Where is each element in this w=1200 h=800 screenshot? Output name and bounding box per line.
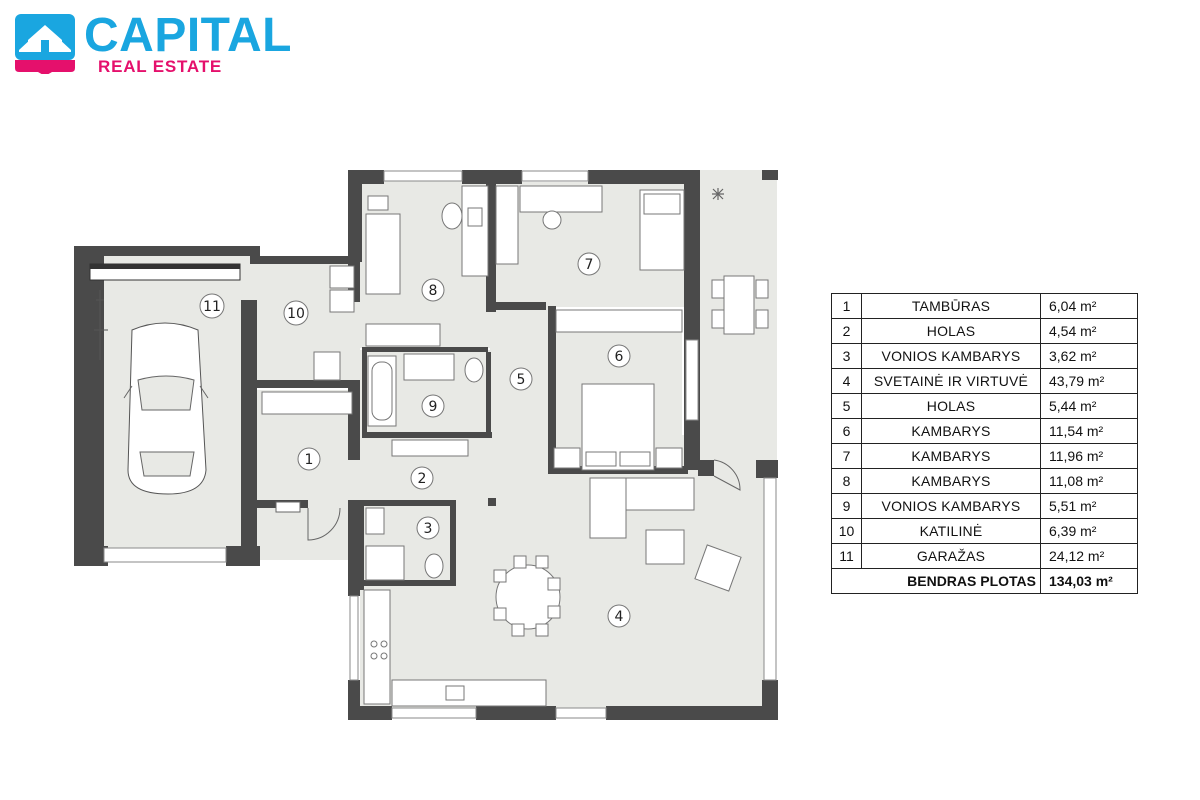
room-marker-4: 4 [607,604,631,628]
room-marker-3: 3 [416,516,440,540]
room-name: VONIOS KAMBARYS [861,493,1041,519]
room-number: 2 [831,318,862,344]
room-markers: 1 2 3 4 5 6 7 8 9 10 11 [199,252,631,628]
room-area: 3,62 m² [1040,343,1138,369]
brand-subtitle: REAL ESTATE [98,57,223,76]
room-name: HOLAS [861,318,1041,344]
room-area: 11,54 m² [1040,418,1138,444]
room-name: GARAŽAS [861,543,1041,569]
floor-plan: 1 2 3 4 5 6 7 8 9 10 11 [74,170,778,720]
room-marker-11: 11 [199,293,225,319]
room-area: 4,54 m² [1040,318,1138,344]
room-area: 11,96 m² [1040,443,1138,469]
svg-text:7: 7 [585,257,594,273]
room-number: 7 [831,443,862,469]
room-marker-9: 9 [421,394,445,418]
room-name: KAMBARYS [861,418,1041,444]
room-number: 10 [831,518,862,544]
room-area: 6,04 m² [1040,293,1138,319]
room-name: KAMBARYS [861,443,1041,469]
svg-text:1: 1 [305,452,314,468]
room-marker-1: 1 [297,447,321,471]
room-marker-7: 7 [577,252,601,276]
room-area: 6,39 m² [1040,518,1138,544]
svg-text:10: 10 [287,306,305,322]
room-number: 6 [831,418,862,444]
room-name: SVETAINĖ IR VIRTUVĖ [861,368,1041,394]
svg-text:3: 3 [424,521,433,537]
svg-text:6: 6 [615,349,624,365]
room-name: HOLAS [861,393,1041,419]
room-area: 43,79 m² [1040,368,1138,394]
room-name: TAMBŪRAS [861,293,1041,319]
room-area: 5,51 m² [1040,493,1138,519]
room-area: 5,44 m² [1040,393,1138,419]
room-number: 4 [831,368,862,394]
brand-name: CAPITAL [84,9,292,62]
house-logo-icon [15,14,75,74]
windows [103,170,777,719]
room-area: 11,08 m² [1040,468,1138,494]
room-name: KATILINĖ [861,518,1041,544]
room-number: 11 [831,543,862,569]
svg-text:4: 4 [615,609,624,625]
room-marker-10: 10 [283,300,309,326]
room-marker-6: 6 [607,344,631,368]
room-marker-8: 8 [421,278,445,302]
doors [275,459,741,541]
room-number: 1 [831,293,862,319]
room-number: 5 [831,393,862,419]
total-area: 134,03 m² [1040,568,1138,594]
total-label: BENDRAS PLOTAS [831,568,1041,594]
svg-text:9: 9 [429,399,438,415]
plant-icon [712,188,724,200]
room-number: 9 [831,493,862,519]
room-marker-5: 5 [509,367,533,391]
room-area: 24,12 m² [1040,543,1138,569]
room-number: 8 [831,468,862,494]
furniture [89,185,769,707]
svg-text:5: 5 [517,372,526,388]
company-logo: CAPITAL REAL ESTATE [14,9,291,78]
svg-text:2: 2 [418,471,427,487]
svg-text:11: 11 [203,299,221,315]
room-marker-2: 2 [410,466,434,490]
room-number: 3 [831,343,862,369]
room-name: KAMBARYS [861,468,1041,494]
room-name: VONIOS KAMBARYS [861,343,1041,369]
svg-text:8: 8 [429,283,438,299]
